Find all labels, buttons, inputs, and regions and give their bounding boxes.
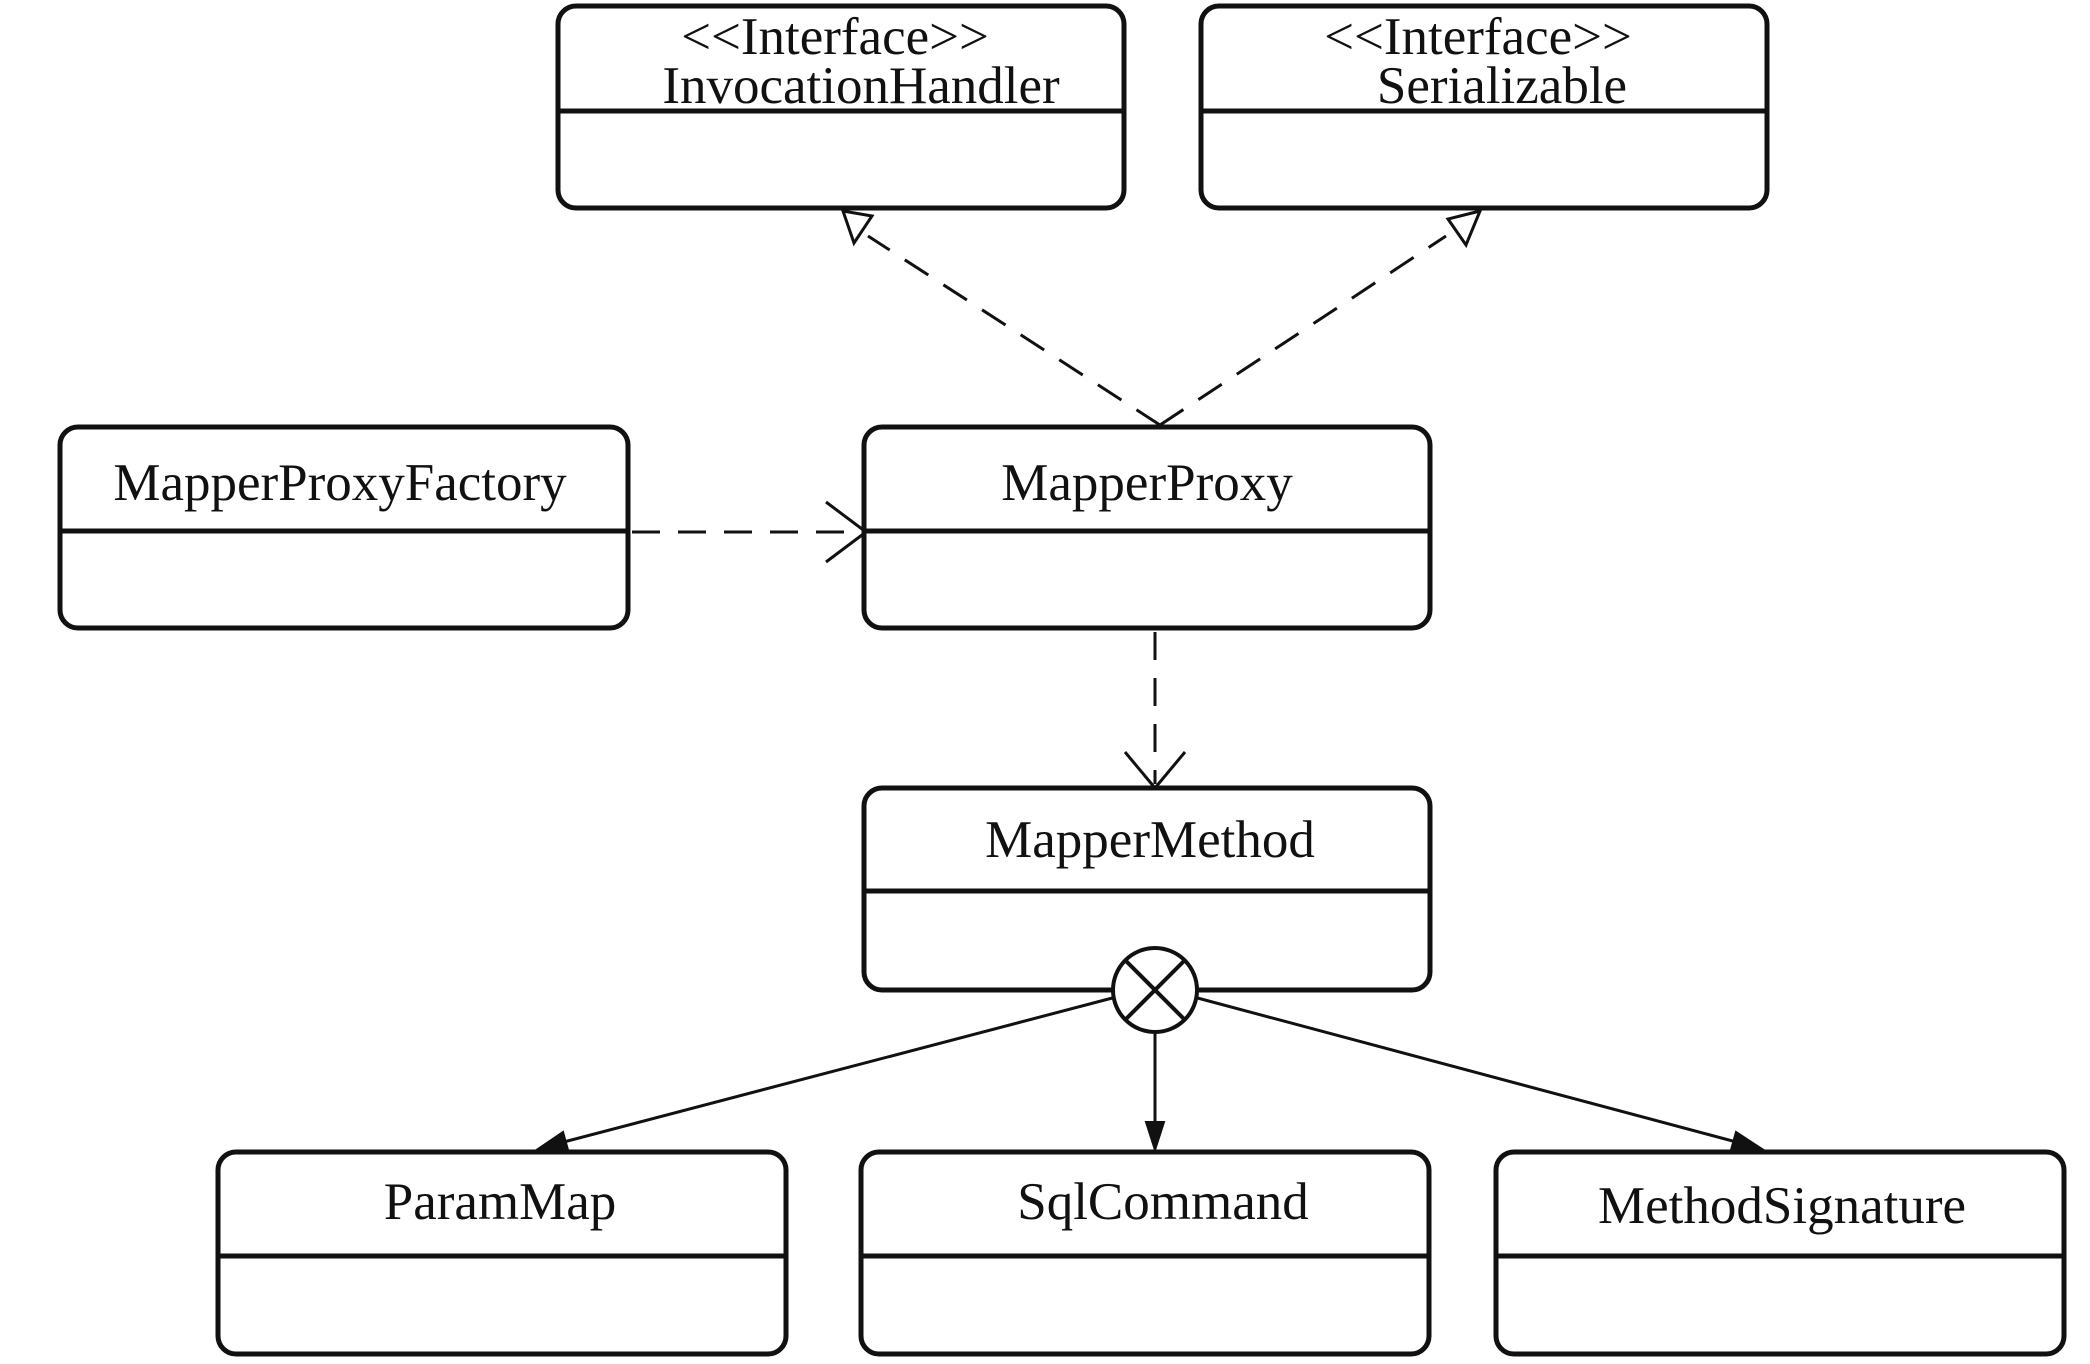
class-name-label: MapperProxyFactory [113,454,567,512]
class-name-label: ParamMap [384,1173,617,1231]
class-invocation-handler: <<Interface>> InvocationHandler [555,3,1127,211]
class-mapper-proxy: MapperProxy [861,424,1433,631]
class-name-label: MethodSignature [1598,1177,1966,1235]
class-name-label: Serializable [1377,57,1627,115]
class-serializable: <<Interface>> Serializable [1198,3,1770,211]
nested-arrowhead [1729,1130,1766,1152]
nesting-circle-icon [1111,946,1199,1034]
realization-arrowhead [1445,208,1483,249]
class-mapper-method: MapperMethod [861,785,1433,1034]
stereotype-label: <<Interface>> [1324,8,1632,66]
dependency-mapperproxy-mappermethod [1123,632,1187,791]
class-sql-command: SqlCommand [858,1149,1432,1357]
class-name-label: MapperProxy [1001,454,1293,512]
nested-arrowhead [1144,1121,1166,1154]
nested-arrowhead [534,1130,570,1152]
nested-mappermethod-sqlcommand [1144,1018,1166,1154]
stereotype-label: <<Interface>> [681,8,989,66]
realization-mapperproxy-invocationhandler [840,209,1161,427]
class-param-map: ParamMap [215,1149,789,1357]
class-name-label: SqlCommand [1017,1173,1309,1231]
class-mapper-proxy-factory: MapperProxyFactory [57,424,631,631]
realization-arrowhead [840,209,875,247]
nested-mappermethod-methodsignature [1189,994,1766,1152]
class-name-label: InvocationHandler [662,57,1060,115]
realization-mapperproxy-serializable [1159,208,1483,427]
nested-mappermethod-parammap [534,994,1121,1152]
dependency-mapperproxyfactory-mapperproxy [632,500,869,564]
class-method-signature: MethodSignature [1493,1149,2067,1357]
class-name-label: MapperMethod [985,811,1315,869]
